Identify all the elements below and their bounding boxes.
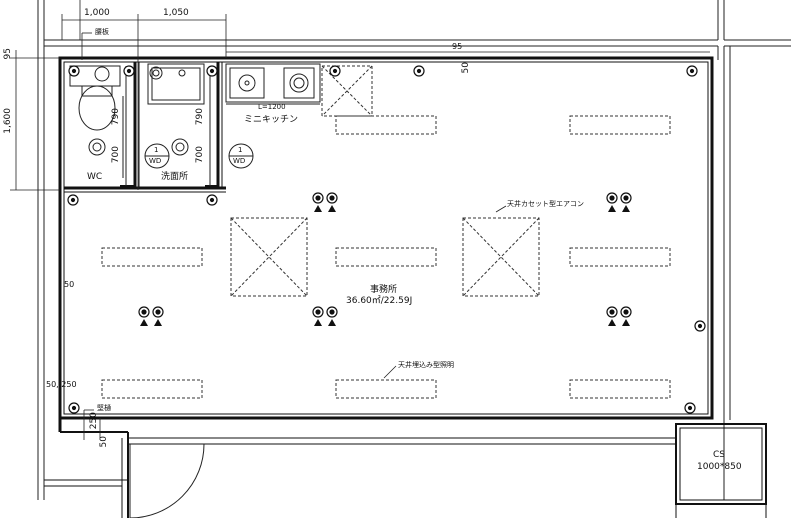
wd-symbol-bottom-2: WD: [233, 157, 246, 165]
dim-bottom-250: 250: [89, 412, 99, 430]
dim-top-95: 95: [452, 42, 463, 51]
room-kitchen-label: ミニキッチン: [244, 115, 299, 125]
dim-top-middle: 1,050: [163, 8, 189, 18]
dim-left-1600: 1,600: [3, 108, 13, 134]
room-cs-label: CS: [713, 450, 725, 460]
annotation-handrail: 腰板: [95, 28, 109, 36]
dim-wc-790: 790: [111, 108, 121, 126]
wd-symbol-top-1: 1: [154, 146, 159, 154]
annotation-waterproof: 堅樋: [97, 404, 111, 412]
wd-symbol-bottom-1: WD: [149, 157, 162, 165]
annotation-aircon: 天井カセット型エアコン: [507, 200, 584, 208]
annotation-light: 天井埋込み型照明: [398, 361, 454, 369]
dim-top-left: 1,000: [84, 8, 110, 18]
room-office-area: 36.60㎡/22.59J: [346, 296, 413, 306]
dim-left-50: 50: [64, 280, 75, 289]
room-wc-label: WC: [87, 172, 103, 182]
wd-symbol-top-2: 1: [238, 146, 243, 154]
room-cs-size: 1000*850: [697, 462, 742, 472]
room-washroom-label: 洗面所: [161, 172, 189, 182]
dim-wc-700: 700: [111, 146, 121, 164]
dim-top-50: 50: [461, 62, 471, 74]
dim-wash-700: 700: [195, 146, 205, 164]
dim-left-95: 95: [3, 48, 13, 60]
dim-door-50: 50: [99, 436, 109, 448]
dim-bottom-50-250: 50, 250: [46, 380, 77, 389]
room-office-label: 事務所: [370, 285, 398, 295]
kitchen-length-label: L=1200: [258, 103, 286, 111]
dim-wash-790: 790: [195, 108, 205, 126]
